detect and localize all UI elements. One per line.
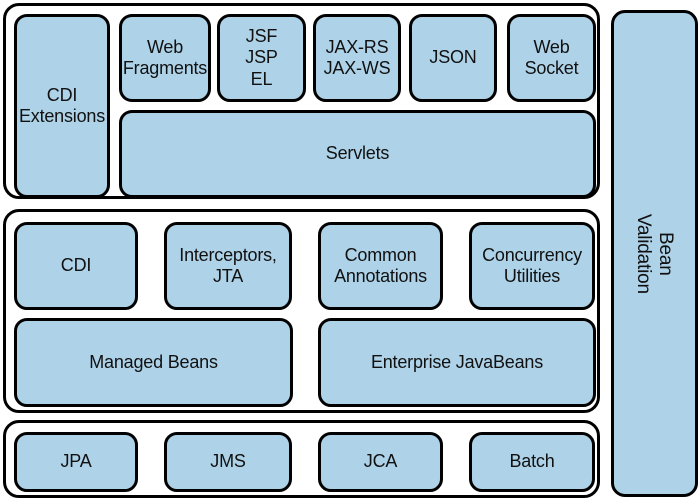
box-jca: JCA [318, 432, 443, 492]
box-jpa: JPA [14, 432, 138, 492]
box-cdi: CDI [14, 222, 138, 310]
box-enterprise-javabeans: Enterprise JavaBeans [318, 318, 596, 407]
box-interceptors-jta: Interceptors, JTA [164, 222, 292, 310]
box-servlets: Servlets [119, 110, 596, 198]
box-jax-rs-jax-ws: JAX-RS JAX-WS [313, 14, 401, 102]
business-tier-group: CDI Interceptors, JTA Common Annotations… [3, 209, 600, 413]
box-json: JSON [409, 14, 497, 102]
box-jsf-jsp-el: JSF JSP EL [217, 14, 306, 102]
integration-tier-group: JPA JMS JCA Batch [3, 420, 600, 498]
box-batch: Batch [469, 432, 595, 492]
bean-validation-label: Bean Validation [633, 213, 677, 294]
box-managed-beans: Managed Beans [14, 318, 293, 407]
box-web-socket: Web Socket [507, 14, 596, 102]
box-cdi-extensions: CDI Extensions [14, 14, 110, 198]
box-common-annotations: Common Annotations [318, 222, 443, 310]
web-tier-group: CDI Extensions Web Fragments JSF JSP EL … [3, 3, 600, 199]
box-bean-validation: Bean Validation [611, 10, 698, 497]
box-jms: JMS [164, 432, 292, 492]
box-web-fragments: Web Fragments [119, 14, 211, 102]
box-concurrency-utilities: Concurrency Utilities [469, 222, 595, 310]
